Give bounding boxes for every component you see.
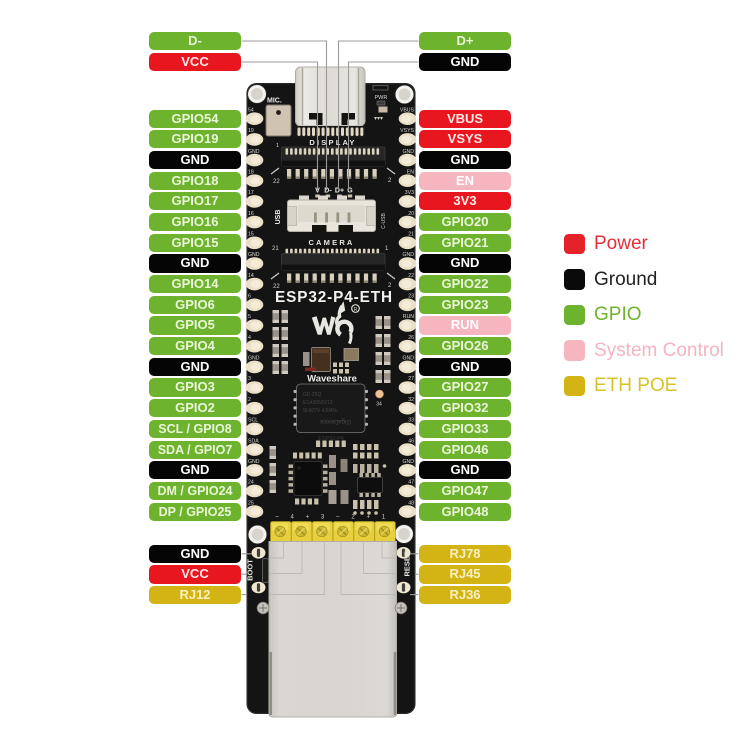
svg-text:Waveshare: Waveshare: [307, 374, 357, 385]
svg-text:PWR: PWR: [375, 95, 388, 101]
svg-text:GND: GND: [402, 459, 414, 465]
svg-text:17: 17: [248, 190, 254, 196]
svg-text:33: 33: [408, 418, 414, 424]
svg-text:–: –: [275, 515, 279, 521]
svg-text:SDA: SDA: [248, 438, 259, 444]
svg-text:GD 25Q: GD 25Q: [303, 392, 321, 398]
svg-text:15: 15: [248, 232, 254, 238]
svg-text:6: 6: [248, 294, 251, 300]
svg-text:25: 25: [248, 500, 254, 506]
svg-text:+: +: [306, 515, 310, 521]
svg-text:14: 14: [248, 273, 254, 279]
svg-text:4: 4: [291, 515, 295, 521]
svg-text:3: 3: [321, 515, 325, 521]
svg-text:VSYS: VSYS: [400, 128, 414, 134]
svg-text:16: 16: [248, 211, 254, 217]
svg-text:2: 2: [248, 397, 251, 403]
svg-text:USB: USB: [275, 210, 282, 225]
svg-text:1: 1: [385, 246, 389, 252]
svg-text:D-: D-: [324, 188, 332, 195]
svg-text:V: V: [315, 188, 320, 195]
svg-text:21: 21: [272, 246, 279, 252]
svg-text:MIC.: MIC.: [267, 98, 282, 105]
svg-text:D+: D+: [335, 188, 344, 195]
svg-text:GND: GND: [248, 252, 260, 258]
svg-text:GND: GND: [248, 459, 260, 465]
svg-text:SCL: SCL: [248, 418, 258, 424]
svg-text:2: 2: [388, 178, 392, 184]
svg-text:DISPLAY: DISPLAY: [309, 138, 356, 147]
svg-text:CAMERA: CAMERA: [308, 238, 354, 247]
svg-text:4: 4: [248, 335, 251, 341]
svg-text:G: G: [347, 188, 353, 195]
svg-text:48: 48: [408, 500, 414, 506]
svg-text:19: 19: [248, 128, 254, 134]
svg-text:E1A3952V13: E1A3952V13: [303, 400, 333, 406]
svg-text:32: 32: [408, 397, 414, 403]
svg-text:ESP32-P4-ETH: ESP32-P4-ETH: [275, 289, 393, 306]
svg-text:21: 21: [408, 232, 414, 238]
svg-text:9L90?V 4J04%: 9L90?V 4J04%: [303, 408, 337, 414]
svg-text:1: 1: [382, 515, 386, 521]
svg-text:–: –: [336, 515, 340, 521]
svg-text:RUN: RUN: [403, 314, 414, 320]
svg-text:27: 27: [408, 376, 414, 382]
svg-text:1: 1: [276, 143, 279, 149]
svg-text:GND: GND: [402, 252, 414, 258]
svg-text:+: +: [366, 515, 370, 521]
svg-text:▾▾▾: ▾▾▾: [374, 116, 383, 122]
svg-text:2: 2: [388, 283, 392, 289]
svg-text:24: 24: [248, 480, 254, 486]
svg-text:34: 34: [376, 402, 382, 408]
svg-text:26: 26: [408, 335, 414, 341]
svg-text:3: 3: [248, 376, 251, 382]
svg-text:23: 23: [408, 294, 414, 300]
svg-text:54: 54: [248, 107, 254, 113]
svg-text:20: 20: [408, 211, 414, 217]
svg-text:47: 47: [408, 480, 414, 486]
svg-text:GND: GND: [402, 356, 414, 362]
svg-text:RESET: RESET: [403, 551, 412, 576]
svg-text:GND: GND: [402, 149, 414, 155]
svg-text:GND: GND: [248, 149, 260, 155]
svg-text:18: 18: [248, 169, 254, 175]
svg-text:GND: GND: [248, 356, 260, 362]
svg-text:22: 22: [408, 273, 414, 279]
svg-text:EN: EN: [407, 169, 414, 175]
svg-text:2: 2: [351, 515, 355, 521]
svg-text:R: R: [354, 307, 358, 313]
svg-text:3V3: 3V3: [405, 190, 414, 196]
svg-text:BOOT: BOOT: [246, 559, 255, 581]
svg-text:22: 22: [273, 179, 280, 185]
svg-text:5: 5: [248, 314, 251, 320]
svg-text:VBUS: VBUS: [400, 107, 415, 113]
svg-text:C-USB: C-USB: [381, 213, 387, 229]
svg-text:46: 46: [408, 438, 414, 444]
svg-text:ESP32-P4: ESP32-P4: [318, 436, 344, 442]
svg-text:GigaDevice: GigaDevice: [319, 418, 351, 424]
svg-text:22: 22: [273, 284, 280, 290]
